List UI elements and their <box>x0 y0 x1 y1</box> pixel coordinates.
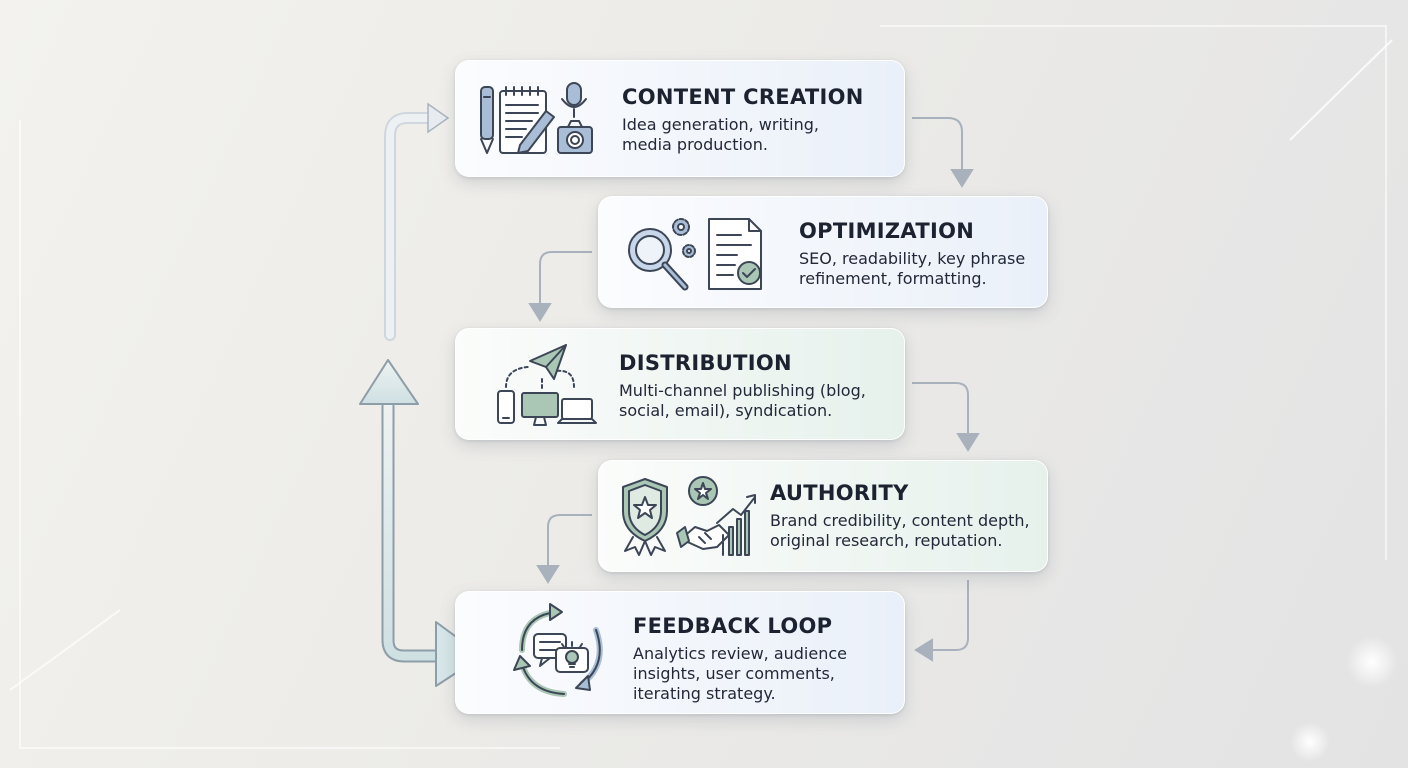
monitor-icon <box>521 392 559 426</box>
laptop-icon <box>557 398 597 424</box>
step-description: SEO, readability, key phrase refinement,… <box>799 249 1026 288</box>
step-card-feedback-loop: FEEDBACK LOOP Analytics review, audience… <box>455 591 905 714</box>
step-card-optimization: OPTIMIZATION SEO, readability, key phras… <box>598 196 1048 308</box>
sparkle <box>1346 636 1398 688</box>
camera-icon <box>557 120 593 154</box>
cycle-arrows-icon <box>513 603 603 697</box>
step-card-authority: AUTHORITY Brand credibility, content dep… <box>598 460 1048 572</box>
feedback-loop-icon-group <box>513 603 603 697</box>
light-streak <box>1289 39 1393 141</box>
distribution-icon-group <box>497 344 597 426</box>
authority-icon-group <box>622 476 756 556</box>
sparkle <box>1290 722 1330 762</box>
step-card-content-creation: CONTENT CREATION Idea generation, writin… <box>455 60 905 177</box>
handshake-icon <box>676 524 730 550</box>
connector-4-5-return <box>914 580 969 662</box>
step-description: Brand credibility, content depth, origin… <box>770 511 1030 550</box>
frame-line-left <box>19 120 560 749</box>
pen-icon <box>480 86 494 154</box>
step-description: Analytics review, audience insights, use… <box>633 644 847 703</box>
step-title: DISTRIBUTION <box>619 351 792 375</box>
step-description: Idea generation, writing, media producti… <box>622 115 820 154</box>
growth-chart-icon <box>716 494 756 556</box>
loop-arrow <box>359 359 483 687</box>
frame-line-right <box>880 25 1387 560</box>
phone-icon <box>497 390 515 424</box>
paper-plane-icon <box>529 344 567 380</box>
content-creation-icon-group <box>480 82 593 154</box>
step-description: Multi-channel publishing (blog, social, … <box>619 381 866 420</box>
step-title: FEEDBACK LOOP <box>633 614 833 638</box>
optimization-icon-group <box>628 218 762 291</box>
shield-star-icon <box>622 478 668 556</box>
connector-1-2 <box>912 117 974 188</box>
connector-4-5 <box>536 514 592 584</box>
lightbulb-icon <box>555 641 589 673</box>
magnifier-icon <box>628 228 689 291</box>
notepad-icon <box>499 86 555 154</box>
connector-3-4 <box>912 382 980 452</box>
return-arrow-top <box>384 102 450 341</box>
step-title: OPTIMIZATION <box>799 219 975 243</box>
gear-icon <box>672 218 696 258</box>
microphone-icon <box>561 82 587 118</box>
step-card-distribution: DISTRIBUTION Multi-channel publishing (b… <box>455 328 905 440</box>
connector-2-3 <box>528 251 592 322</box>
step-title: CONTENT CREATION <box>622 85 864 109</box>
star-badge-icon <box>688 476 718 506</box>
light-streak <box>9 609 121 691</box>
step-title: AUTHORITY <box>770 481 909 505</box>
checked-document-icon <box>708 218 762 290</box>
